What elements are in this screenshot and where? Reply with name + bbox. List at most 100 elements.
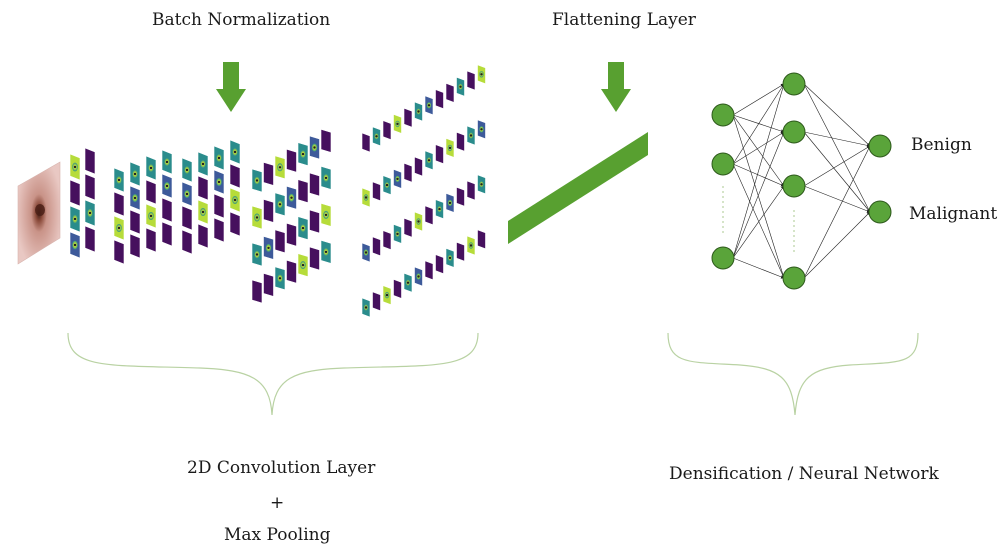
feature-map-tile (403, 107, 413, 128)
feature-map-tile (251, 205, 263, 230)
network-neurons (711, 72, 892, 290)
feature-map-tile (129, 209, 141, 235)
lesion-input-image (17, 161, 61, 265)
feature-map-tile (445, 192, 455, 213)
feature-map-tile (145, 227, 157, 253)
feature-map-tile (477, 119, 486, 140)
feature-map-tile (445, 82, 455, 103)
feature-map-tile (251, 279, 263, 304)
ellipsis-dots (722, 186, 795, 254)
feature-map-tile (309, 246, 320, 271)
feature-map-tile (382, 175, 392, 196)
feature-map-tile (229, 211, 241, 237)
feature-map-tile (213, 217, 225, 243)
feature-map-tile (84, 199, 96, 227)
feature-map-tile (393, 113, 402, 134)
input-neuron (711, 152, 735, 176)
feature-map-tile (382, 120, 392, 141)
feature-map-tile (213, 145, 225, 171)
feature-map-tile (477, 64, 486, 85)
feature-map-tile (145, 203, 157, 229)
feature-map-tile (145, 155, 157, 181)
flattened-vector (508, 132, 648, 244)
feature-map-tile (372, 181, 381, 202)
conv-layer-label: 2D Convolution Layer (187, 458, 376, 478)
hidden-neuron (782, 174, 806, 198)
feature-map-tile (251, 168, 263, 193)
feature-map-tile (129, 161, 141, 187)
feature-map-tile (309, 172, 320, 197)
feature-map-tile (297, 142, 309, 167)
feature-map-tile (466, 125, 476, 146)
feature-map-tile (445, 247, 455, 268)
feature-map-tile (414, 101, 423, 122)
feature-map-tile (84, 225, 96, 253)
feature-map-tile (477, 229, 486, 250)
feature-map-tile (424, 205, 434, 226)
feature-map-tile (372, 291, 381, 312)
feature-map-tile (286, 259, 297, 284)
output-neuron (868, 200, 892, 224)
feature-map-tile (414, 211, 423, 232)
feature-map-tile (456, 241, 465, 262)
hidden-neuron (782, 266, 806, 290)
feature-map-tile (113, 167, 125, 193)
feature-map-tile (69, 153, 81, 181)
feature-map-tile (84, 173, 96, 201)
feature-map-tile (403, 272, 413, 293)
feature-map-tile (263, 235, 274, 260)
plus-label: + (270, 493, 285, 513)
feature-map-tile (456, 76, 465, 97)
conv-brace (67, 332, 479, 416)
feature-map-tile (466, 180, 476, 201)
feature-map-tile (145, 179, 157, 205)
feature-map-tile (435, 89, 444, 110)
feature-map-tile (181, 157, 193, 183)
feature-map-tile (229, 187, 241, 213)
flattening-layer-label: Flattening Layer (552, 10, 696, 30)
feature-map-tile (435, 199, 444, 220)
feature-map-tile (274, 192, 286, 217)
feature-map-tile (161, 197, 173, 223)
hidden-neuron (782, 120, 806, 144)
max-pooling-label: Max Pooling (224, 525, 331, 545)
feature-map-tile (274, 229, 286, 254)
feature-map-tile (435, 144, 444, 165)
feature-map-tile (286, 222, 297, 247)
feature-map-tile (309, 209, 320, 234)
feature-map-tile (424, 260, 434, 281)
hidden-neuron (782, 72, 806, 96)
feature-map-tile (297, 179, 309, 204)
feature-map-tile (286, 148, 297, 173)
feature-map-tile (129, 185, 141, 211)
feature-map-tile (372, 236, 381, 257)
feature-map-tile (477, 174, 486, 195)
feature-map-tile (361, 297, 371, 318)
feature-map-tile (361, 242, 371, 263)
feature-map-tile (69, 231, 81, 259)
feature-map-tile (69, 205, 81, 233)
feature-map-tile (466, 235, 476, 256)
dense-network-label: Densification / Neural Network (669, 464, 939, 484)
feature-map-tile (382, 285, 392, 306)
input-neuron (711, 103, 735, 127)
feature-map-tile (181, 181, 193, 207)
feature-map-tile (424, 150, 434, 171)
feature-map-tile (320, 165, 332, 190)
feature-map-tile (456, 186, 465, 207)
benign-label: Benign (911, 135, 972, 155)
malignant-label: Malignant (909, 204, 998, 224)
down-arrow-icon (216, 62, 246, 112)
feature-map-tile (161, 221, 173, 247)
feature-map-tile (197, 175, 209, 201)
feature-map-tile (320, 202, 332, 227)
feature-map-tile (309, 135, 320, 160)
feature-map-tile (69, 179, 81, 207)
feature-map-tile (456, 131, 465, 152)
feature-map-tile (393, 223, 402, 244)
feature-map-tile (229, 163, 241, 189)
input-neuron (711, 246, 735, 270)
feature-map-tile (297, 253, 309, 278)
feature-map-tile (213, 169, 225, 195)
